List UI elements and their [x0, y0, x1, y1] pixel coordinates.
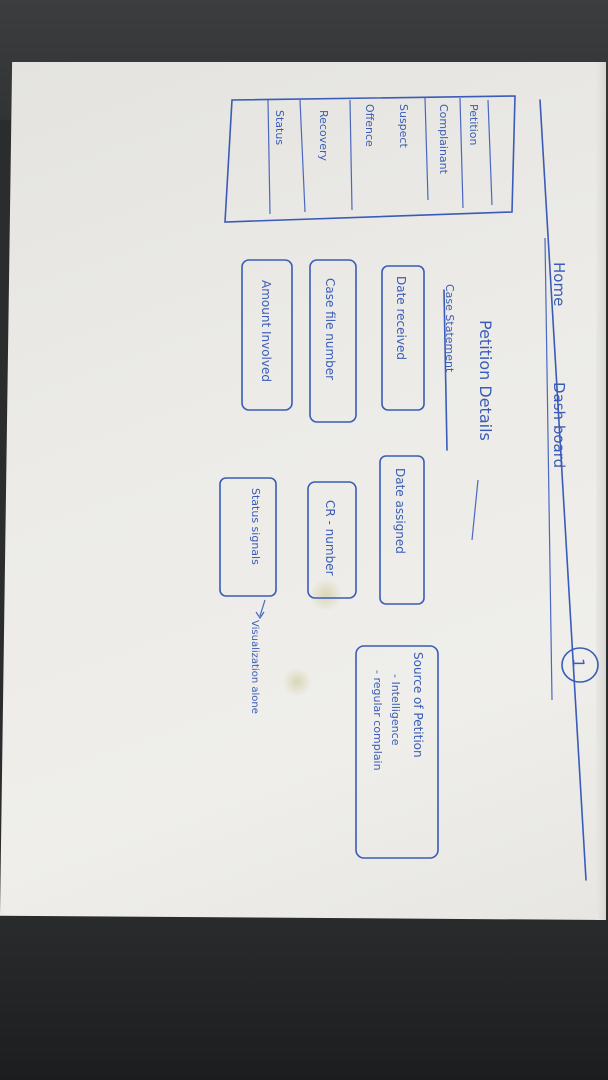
sidebar-item-status[interactable]: Status [273, 110, 286, 145]
paper-edge [596, 62, 606, 920]
source-option-regular-complain[interactable]: - regular complain [371, 670, 384, 771]
sidebar-item-suspect[interactable]: Suspect [397, 104, 410, 148]
sidebar-item-offence[interactable]: Offence [363, 104, 376, 147]
sidebar-item-complainant[interactable]: Complainant [437, 104, 450, 175]
source-of-petition-title: Source of Petition [411, 652, 425, 758]
strike-through [443, 289, 448, 451]
sidebar-menu [224, 95, 516, 223]
arrow-icon [255, 599, 266, 620]
page-number-badge: 1 [561, 647, 599, 683]
sidebar-item-recovery[interactable]: Recovery [317, 110, 330, 161]
status-signals-panel [219, 477, 277, 597]
page-number: 1 [569, 658, 588, 668]
date-assigned-label: Date assigned [393, 468, 407, 554]
nav-underline [544, 237, 553, 701]
amount-involved-field[interactable] [241, 259, 293, 411]
header-divider [539, 99, 587, 881]
paper-stain [282, 668, 312, 696]
status-signals-label: Status signals [249, 488, 262, 565]
cr-number-field[interactable] [307, 481, 357, 599]
visualization-note: Visualization alone [249, 620, 260, 714]
paper-sheet [0, 62, 606, 920]
nav-dashboard[interactable]: Dash board [550, 382, 568, 468]
date-assigned-field[interactable] [379, 455, 425, 605]
cr-number-label: CR - number [323, 500, 337, 576]
title-underline [471, 479, 479, 541]
source-of-petition-panel[interactable] [355, 645, 439, 859]
crossed-out-note: Case Statement [443, 284, 456, 373]
date-received-field[interactable] [381, 265, 425, 411]
paper-stain [308, 580, 344, 610]
sidebar-item-petition[interactable]: Petition [467, 104, 480, 145]
section-title: Petition Details [476, 320, 495, 441]
case-file-number-label: Case file number [323, 278, 337, 380]
amount-involved-label: Amount Involved [259, 280, 273, 382]
date-received-label: Date received [394, 276, 408, 360]
source-option-intelligence[interactable]: - Intelligence [389, 674, 402, 746]
case-file-number-field[interactable] [309, 259, 357, 423]
nav-home[interactable]: Home [550, 262, 568, 306]
